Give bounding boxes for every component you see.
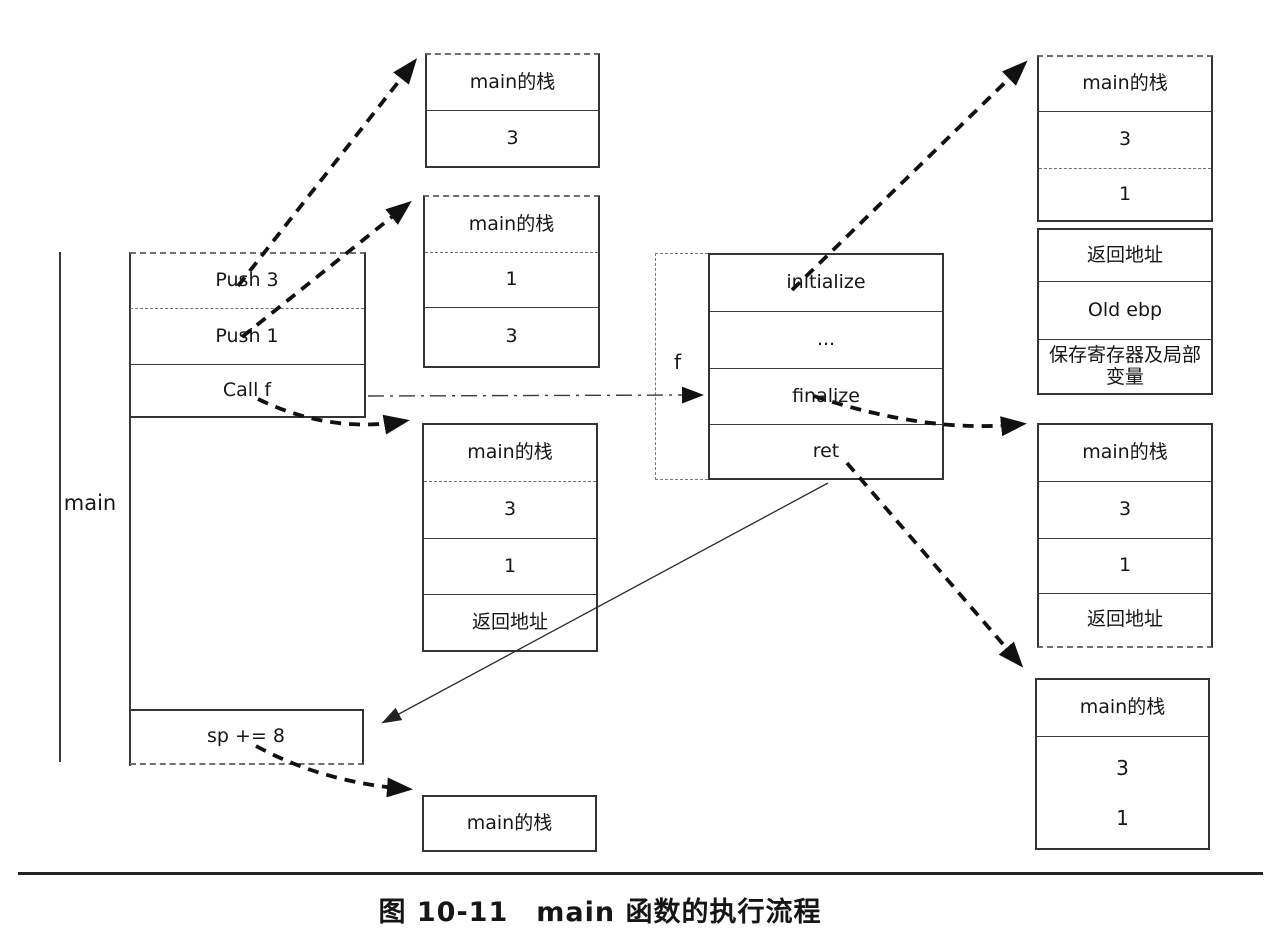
- stack-cell: 3: [505, 325, 518, 348]
- stack-in-f-caller: main的栈 3 1: [1037, 55, 1213, 222]
- f-row-initialize: initialize: [710, 255, 942, 312]
- stack-header: main的栈: [466, 811, 553, 834]
- f-body-box: initialize ... finalize ret: [708, 253, 944, 480]
- sp-adjust-label: sp += 8: [207, 725, 285, 748]
- f-row-dots: ...: [710, 312, 942, 369]
- instruction-callf: Call f: [222, 378, 272, 401]
- stack-after-call: main的栈 3 1 返回地址: [422, 423, 598, 652]
- stack-after-sp: main的栈: [422, 795, 597, 852]
- stack-header: main的栈: [425, 197, 598, 253]
- main-bracket-outer-line: [59, 252, 61, 762]
- instruction-push3: Push 3: [130, 254, 364, 309]
- stack-cell: 1: [1118, 182, 1132, 205]
- arrow-call-to-f-entry: [367, 386, 704, 404]
- stack-cell: 1: [424, 539, 596, 595]
- stack-header: main的栈: [1039, 425, 1211, 482]
- main-instruction-box: Push 3 Push 1 Call f: [130, 252, 366, 418]
- stack-cell-saved-registers: 保存寄存器及局部变量: [1048, 343, 1201, 388]
- stack-open-cells: 3 1: [1037, 737, 1208, 848]
- f-row-ret: ret: [812, 439, 840, 462]
- stack-cell-return-address: 返回地址: [1086, 608, 1163, 631]
- main-bracket-inner-line: [129, 252, 131, 766]
- stack-cell: 3: [1039, 112, 1211, 169]
- stack-in-f-frame: 返回地址 Old ebp 保存寄存器及局部变量: [1037, 228, 1213, 395]
- sp-adjust-box: sp += 8: [130, 709, 364, 765]
- main-function-label: main: [63, 491, 117, 515]
- figure-caption: 图 10-11 main 函数的执行流程: [378, 897, 822, 928]
- stack-after-push1: main的栈 1 3: [423, 195, 600, 368]
- figure-divider-rule: [18, 872, 1263, 875]
- f-function-label: f: [674, 350, 682, 374]
- stack-after-finalize: main的栈 3 1 返回地址: [1037, 423, 1213, 648]
- stack-header: main的栈: [427, 55, 598, 111]
- stack-after-ret: main的栈 3 1: [1035, 678, 1210, 850]
- stack-header: main的栈: [424, 425, 596, 482]
- f-row-finalize: finalize: [710, 369, 942, 425]
- stack-cell: 3: [424, 482, 596, 539]
- stack-cell: 1: [425, 253, 598, 308]
- stack-cell-return-address: 返回地址: [1039, 230, 1211, 282]
- stack-cell-return-address: 返回地址: [471, 610, 548, 633]
- stack-after-push3: main的栈 3: [425, 53, 600, 168]
- stack-header: main的栈: [1039, 57, 1211, 112]
- instruction-push1: Push 1: [130, 309, 364, 365]
- stack-cell: 1: [1116, 805, 1129, 830]
- stack-cell: 3: [1116, 755, 1129, 780]
- stack-cell-old-ebp: Old ebp: [1039, 282, 1211, 340]
- stack-cell: 3: [1039, 482, 1211, 539]
- stack-header: main的栈: [1037, 680, 1208, 737]
- stack-cell: 1: [1039, 539, 1211, 594]
- stack-cell: 3: [506, 126, 519, 149]
- arrow-ret-to-stack: [845, 461, 1024, 668]
